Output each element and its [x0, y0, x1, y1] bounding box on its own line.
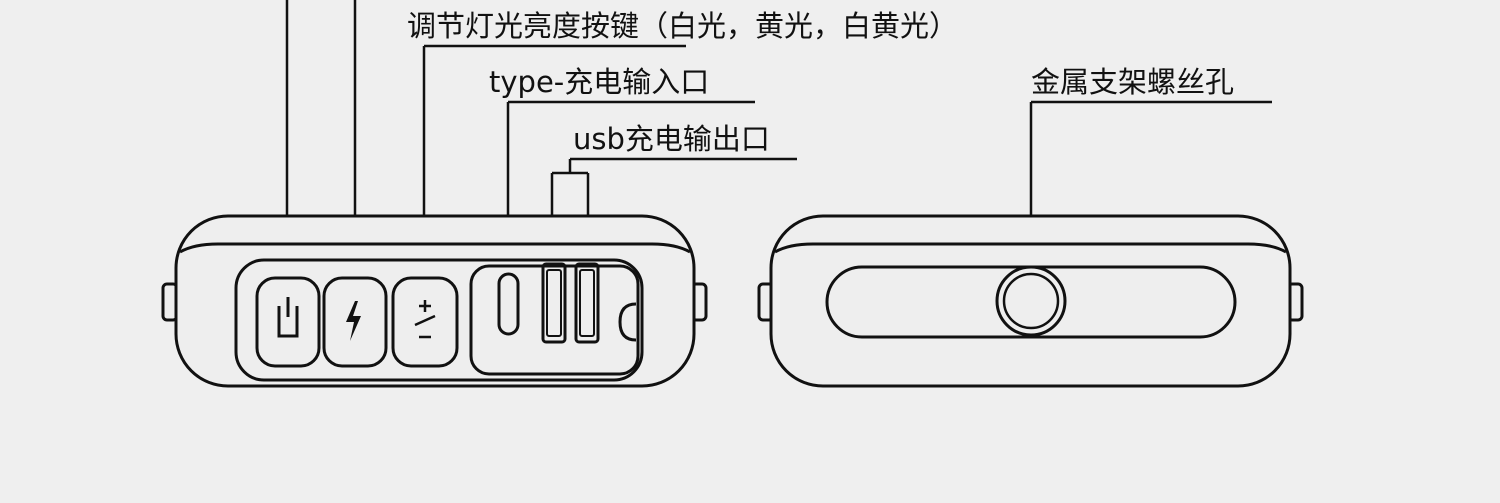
screw-hole-outer	[995, 265, 1067, 337]
control-panel	[234, 258, 644, 382]
brightness-label: 调节灯光亮度按键（白光，黄光，白黄光）	[407, 9, 958, 43]
brightness-button[interactable]	[391, 276, 459, 368]
screw-hole-label: 金属支架螺丝孔	[1031, 65, 1234, 99]
usb-port-2[interactable]	[574, 262, 600, 344]
usb-label: usb充电输出口	[573, 122, 770, 156]
flash-button[interactable]	[322, 276, 388, 368]
device-front-view	[161, 214, 708, 388]
side-knob	[618, 302, 637, 342]
usb-port-1-inner	[546, 269, 562, 337]
type-c-label: type-充电输入口	[489, 65, 709, 99]
screw-hole-inner	[1002, 272, 1060, 330]
back-top-edge	[774, 242, 1287, 254]
usb-port-2-inner	[579, 269, 595, 337]
lightning-icon	[346, 301, 361, 341]
type-c-port[interactable]	[497, 272, 520, 336]
usb-port-1[interactable]	[541, 262, 567, 344]
device-top-edge	[179, 242, 691, 254]
device-back-view	[757, 214, 1304, 388]
plus-minus-icon	[414, 300, 436, 339]
power-button[interactable]	[255, 276, 321, 368]
port-area	[469, 264, 640, 376]
power-icon	[277, 297, 299, 338]
device-body	[174, 214, 696, 388]
